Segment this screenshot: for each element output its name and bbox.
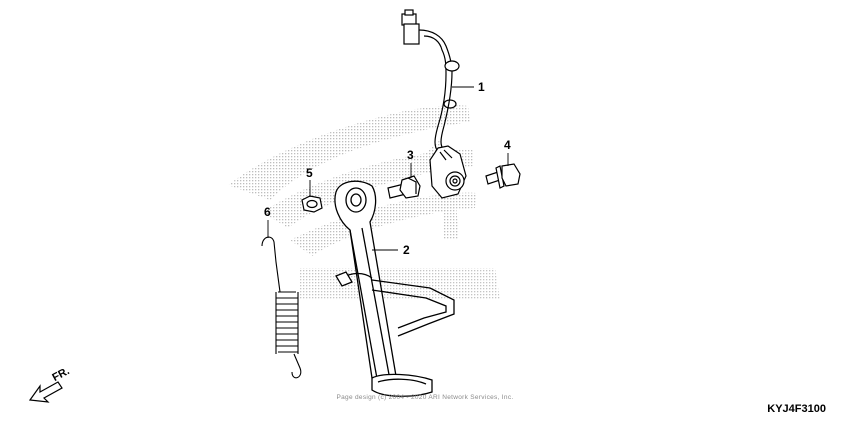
- bolt-part-3: [387, 175, 421, 199]
- copyright-text: Page design (c) 2004 - 2020 ARI Network …: [336, 394, 514, 401]
- side-stand-bar: [334, 180, 455, 397]
- diagram-code: KYJ4F3100: [767, 403, 826, 415]
- callout-4: 4: [504, 138, 511, 152]
- side-stand-switch: [401, 9, 467, 199]
- callout-6: 6: [264, 205, 271, 219]
- callout-2: 2: [403, 243, 410, 257]
- nut-part-5: [301, 195, 323, 213]
- callout-1: 1: [478, 80, 485, 94]
- callout-3: 3: [407, 148, 414, 162]
- leader-lines: [267, 86, 509, 251]
- flange-bolt-part-4: [485, 163, 521, 189]
- front-direction-arrow-icon: [28, 381, 63, 403]
- spring-part-6: [261, 236, 302, 379]
- callout-5: 5: [306, 166, 313, 180]
